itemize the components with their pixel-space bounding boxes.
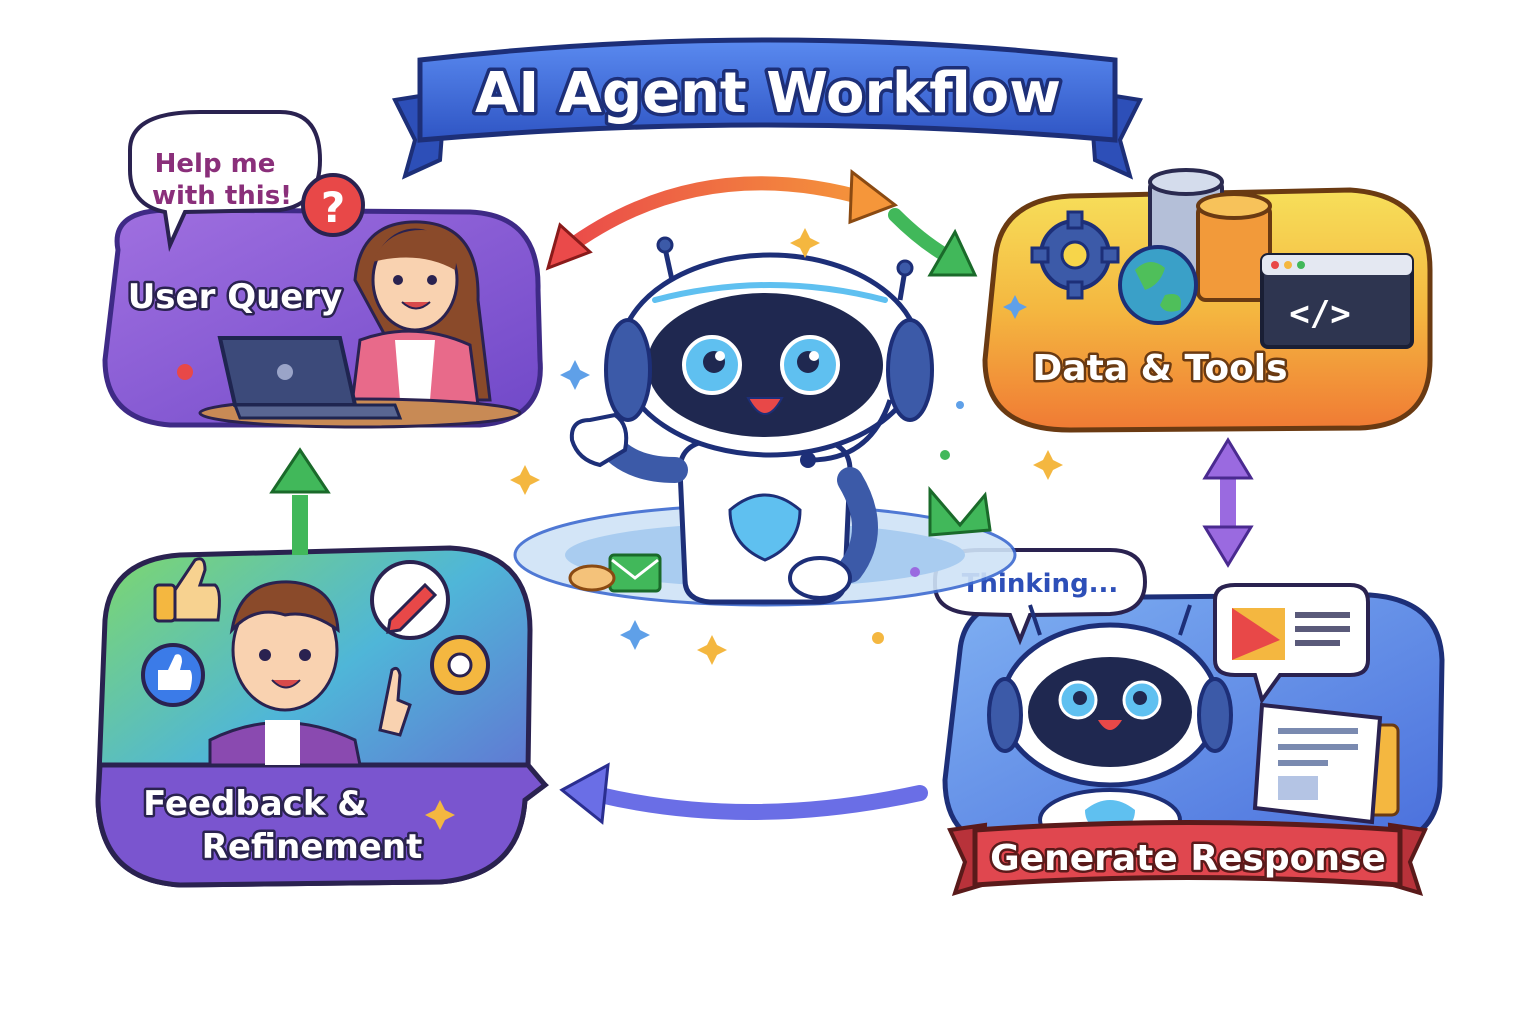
feedback-gear-icon	[430, 635, 490, 695]
page-title: AI Agent Workflow	[475, 61, 1061, 126]
feedback-node: Feedback & Refinement	[95, 545, 549, 888]
user-query-label: User Query	[128, 277, 343, 317]
user-speech-line1: Help me	[155, 149, 276, 179]
arrow-to-data-tools	[888, 208, 978, 277]
data-tools-node: </> Data & Tools	[982, 168, 1433, 433]
sparkle-icon	[425, 228, 1063, 830]
feedback-label-line2: Refinement	[202, 827, 423, 867]
data-tools-label: Data & Tools	[1032, 348, 1287, 389]
document-icon	[1252, 702, 1400, 825]
image-card-icon	[1213, 583, 1370, 705]
sparkle-blue-icon	[560, 295, 1027, 650]
code-window-icon: </>	[1260, 253, 1414, 349]
arrow-generate-to-feedback	[559, 762, 928, 825]
laptop-icon	[217, 336, 403, 420]
svg-text:</>: </>	[1289, 294, 1350, 334]
user-speech-line2: with this!	[152, 181, 292, 211]
generate-response-label: Generate Response	[990, 838, 1386, 879]
question-icon: ?	[301, 173, 365, 237]
confetti-dots	[177, 364, 964, 644]
gear-icon	[1030, 210, 1120, 300]
svg-text:?: ?	[321, 183, 345, 232]
thumbs-up-icon	[153, 557, 221, 623]
central-robot	[513, 236, 1017, 607]
arrow-top-bidirectional	[545, 169, 899, 271]
title-banner: AI Agent Workflow	[391, 37, 1144, 180]
feedback-label-line1: Feedback &	[143, 784, 367, 824]
arrow-data-to-generate	[1202, 437, 1254, 568]
pencil-icon	[370, 560, 450, 640]
globe-icon	[1118, 245, 1198, 325]
heart-icon	[728, 493, 802, 562]
mail-icon	[608, 553, 662, 593]
user-speech-bubble: Help me with this!	[128, 110, 323, 252]
arrow-feedback-to-user	[269, 447, 331, 555]
generate-response-node: Thinking...	[933, 548, 1445, 896]
woman-character	[348, 220, 492, 422]
generate-response-ribbon: Generate Response	[947, 820, 1428, 896]
like-badge-icon	[141, 643, 205, 707]
user-query-node: Help me with this! ? User Query	[102, 110, 543, 429]
boy-character	[208, 580, 412, 767]
